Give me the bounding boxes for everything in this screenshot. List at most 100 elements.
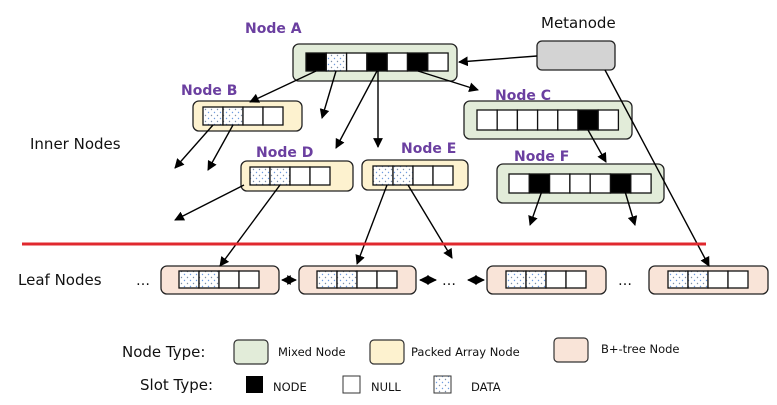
edges-layer <box>174 55 710 267</box>
edge-node-b-to-unlabeled-1 <box>174 124 214 169</box>
metanode-box <box>536 40 616 71</box>
slot-null <box>432 165 454 186</box>
slot-data <box>687 270 709 289</box>
slot-null <box>376 270 398 289</box>
slot-null <box>476 109 498 131</box>
legend-label-btree: B+-tree Node <box>601 342 679 356</box>
slot-null <box>557 109 579 131</box>
edge-metanode-to-node-a <box>458 55 538 67</box>
edge-node-f-to-unlabeled-1 <box>528 187 544 226</box>
legend-slot-null-label: NULL <box>371 380 401 394</box>
slot-node <box>406 52 429 72</box>
node-f-label: Node F <box>514 149 569 165</box>
legend-swatch-mixed <box>233 339 269 365</box>
slot-data <box>198 270 220 289</box>
slot-null <box>727 270 749 289</box>
legend-slot-node-label: NODE <box>273 380 307 394</box>
slot-null <box>589 173 612 194</box>
slot-data <box>505 270 527 289</box>
slot-null <box>569 173 591 194</box>
node-e <box>361 159 469 191</box>
legend-slot-null-swatch <box>342 375 361 394</box>
node-c-label: Node C <box>495 88 551 104</box>
slot-null <box>386 52 409 72</box>
legend-node-type-title: Node Type: <box>122 343 205 361</box>
leaf-node-4 <box>648 265 769 295</box>
node-b <box>192 100 303 132</box>
slot-data <box>202 106 224 126</box>
node-d-label: Node D <box>256 145 313 161</box>
slot-null <box>565 270 587 289</box>
node-a-label: Node A <box>245 21 302 37</box>
slot-null <box>356 270 378 289</box>
slot-null <box>218 270 240 289</box>
slot-data <box>269 166 291 186</box>
leaf-ellipsis-right: … <box>618 273 632 289</box>
slot-null <box>262 106 284 126</box>
edge-node-a-to-node-b <box>249 70 317 103</box>
edge-node-d-to-leaf-1 <box>219 184 281 267</box>
slot-node <box>305 52 327 72</box>
leaf-ellipsis-middle: … <box>442 273 456 289</box>
slot-node <box>577 109 599 131</box>
slot-data <box>392 165 414 186</box>
slot-node <box>528 173 551 194</box>
edge-node-e-to-leaf-2 <box>355 184 388 265</box>
slot-data <box>336 270 358 289</box>
slot-node <box>366 52 388 72</box>
node-e-label: Node E <box>401 141 456 157</box>
legend-slot-data-label: DATA <box>471 380 501 394</box>
edge-node-a-to-node-d <box>335 70 378 149</box>
leaf-ellipsis-left: … <box>136 273 150 289</box>
leaf-node-3 <box>486 265 607 295</box>
slot-null <box>289 166 311 186</box>
legend-label-packed: Packed Array Node <box>411 345 520 359</box>
slot-null <box>309 166 331 186</box>
slot-data <box>178 270 200 289</box>
slot-null <box>630 173 652 194</box>
slot-data <box>525 270 547 289</box>
edge-node-a-to-node-c <box>417 70 479 93</box>
slot-null <box>545 270 567 289</box>
node-b-label: Node B <box>181 83 237 99</box>
inner-nodes-label: Inner Nodes <box>30 135 121 153</box>
edge-node-c-to-node-f <box>587 129 607 163</box>
slot-null <box>238 270 260 289</box>
slot-null <box>496 109 519 131</box>
metanode-label: Metanode <box>541 14 616 32</box>
edge-node-b-to-unlabeled-2 <box>207 124 234 171</box>
slot-null <box>508 173 530 194</box>
node-a <box>292 43 458 82</box>
slot-null <box>242 106 264 126</box>
node-c <box>463 100 633 140</box>
slot-data <box>249 166 271 186</box>
leaf-nodes-label: Leaf Nodes <box>18 271 102 289</box>
slot-data <box>325 52 348 72</box>
legend-slot-node-swatch <box>246 376 263 393</box>
slot-null <box>536 109 559 131</box>
nodes-layer <box>160 43 769 295</box>
leaf-node-1 <box>160 265 280 295</box>
edge-node-f-to-unlabeled-2 <box>623 187 638 226</box>
legend-swatch-packed <box>369 339 405 365</box>
edge-node-d-to-unlabeled <box>174 184 245 221</box>
edge-node-a-to-unlabeled <box>319 70 337 119</box>
slot-node <box>609 173 632 194</box>
slot-null <box>412 165 434 186</box>
node-f <box>496 163 665 204</box>
slot-data <box>222 106 244 126</box>
slot-null <box>707 270 729 289</box>
legend: Node Type: Mixed Node Packed Array Node … <box>122 337 679 394</box>
legend-slot-data-swatch <box>433 375 452 394</box>
slot-null <box>597 109 620 131</box>
slot-null <box>516 109 539 131</box>
leaf-node-2 <box>298 265 417 295</box>
slot-data <box>667 270 689 289</box>
legend-label-mixed: Mixed Node <box>278 345 346 359</box>
slot-null <box>427 52 449 72</box>
slot-data <box>316 270 338 289</box>
legend-swatch-btree <box>553 337 589 363</box>
slot-null <box>345 52 368 72</box>
edge-metanode-to-leaf-4 <box>604 69 710 267</box>
